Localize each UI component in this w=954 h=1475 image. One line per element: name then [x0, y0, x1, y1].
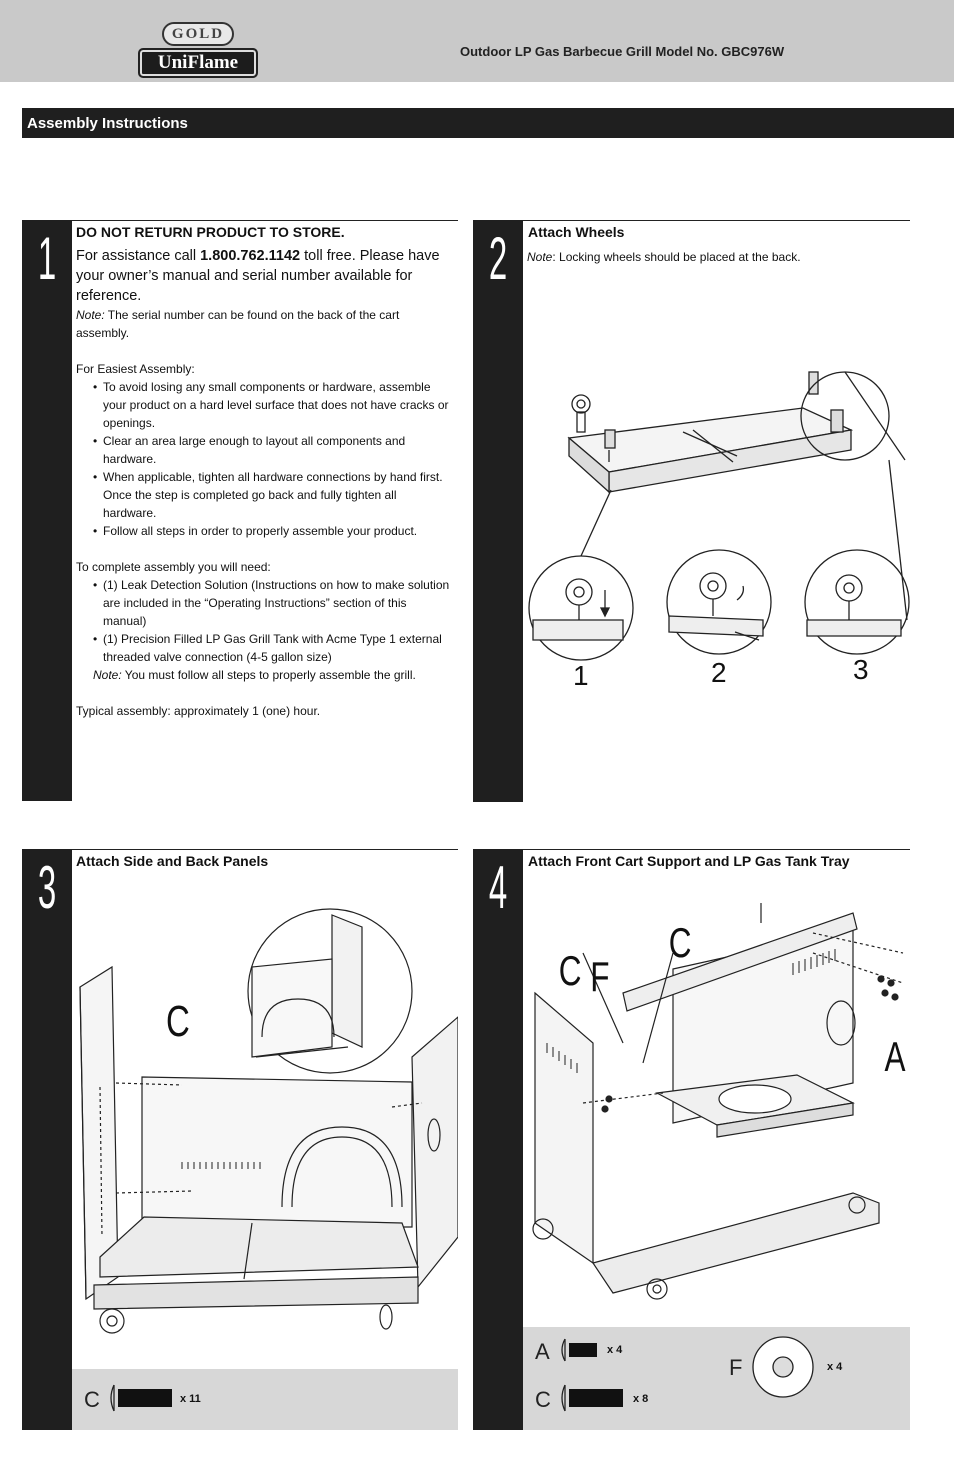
easiest-title: For Easiest Assembly: [76, 362, 195, 376]
wheel-attachment-illustration [528, 371, 910, 661]
logo-gold-badge: GOLD [162, 22, 234, 46]
step-1-body: For assistance call 1.800.762.1142 toll … [76, 246, 452, 720]
step-3-tab: 3 [22, 849, 72, 1430]
step-4-hardware-box: A x 4 C x 8 F x 4 [523, 1327, 910, 1430]
wheel-detail-label-2: 2 [711, 657, 727, 688]
section-title: Assembly Instructions [27, 115, 188, 132]
wheel-detail-label-1: 1 [573, 660, 589, 691]
step-3-heading: Attach Side and Back Panels [76, 853, 269, 869]
hardware-letter-c: C [84, 1387, 100, 1412]
step-4-callout-f: F [590, 953, 610, 1000]
hardware-letter-a: A [535, 1339, 550, 1364]
hardware-count-c: x 11 [180, 1393, 201, 1405]
section-title-bar: Assembly Instructions [22, 108, 954, 138]
document-title: Outdoor LP Gas Barbecue Grill Model No. … [460, 44, 785, 59]
list-item: Clear an area large enough to layout all… [93, 432, 452, 468]
step-4-heading: Attach Front Cart Support and LP Gas Tan… [528, 853, 850, 869]
step-2-note: Note: Locking wheels should be placed at… [527, 250, 801, 264]
typical-time: Typical assembly: approximately 1 (one) … [76, 704, 321, 718]
step-4-tab: 4 [473, 849, 523, 1430]
step-4-callout-c-top: C [668, 919, 692, 966]
step-3-panel: 3 Attach Side and Back Panels [22, 849, 458, 1430]
logo-brand-name: UniFlame [138, 48, 258, 78]
easiest-list: To avoid losing any small components or … [93, 378, 452, 540]
step-4-panel: 4 Attach Front Cart Support and LP Gas T… [473, 849, 910, 1430]
uniflame-gold-logo: GOLD UniFlame [138, 22, 258, 78]
step-1-rule [72, 220, 458, 221]
cart-support-tank-tray-illustration [532, 903, 904, 1300]
need-list: (1) Leak Detection Solution (Instruction… [93, 576, 452, 666]
bolt-a-icon [561, 1338, 597, 1362]
step-3-number: 3 [37, 854, 57, 921]
hardware-count-c: x 8 [633, 1393, 649, 1405]
need-note: Note: You must follow all steps to prope… [93, 668, 416, 682]
step-3-hardware-box: C x 11 [72, 1369, 458, 1430]
bolt-c-icon [110, 1384, 172, 1412]
hardware-count-a: x 4 [607, 1344, 623, 1356]
step-3-callout-c: C [165, 997, 190, 1046]
step-1-heading: DO NOT RETURN PRODUCT TO STORE. [76, 224, 345, 240]
step-1-number: 1 [37, 225, 57, 292]
step-2-number: 2 [488, 225, 508, 292]
page-header: GOLD UniFlame Outdoor LP Gas Barbecue Gr… [0, 0, 954, 82]
step-2-heading: Attach Wheels [528, 224, 625, 240]
hardware-letter-f: F [729, 1355, 743, 1380]
step-4-callout-a: A [884, 1033, 906, 1080]
step-4-number: 4 [488, 854, 508, 921]
step-2-tab: 2 [473, 220, 523, 802]
step-2-rule [523, 220, 910, 221]
step-2-panel: 2 Attach Wheels Note: Locking wheels sho… [473, 220, 910, 802]
list-item: Follow all steps in order to properly as… [93, 522, 452, 540]
list-item: To avoid losing any small components or … [93, 378, 452, 432]
bolt-c-icon [561, 1384, 623, 1412]
assistance-phone: 1.800.762.1142 [200, 248, 301, 264]
step-4-rule [523, 849, 910, 850]
hardware-letter-c: C [535, 1387, 551, 1412]
step-1-panel: 1 DO NOT RETURN PRODUCT TO STORE. For as… [22, 220, 458, 801]
assistance-text: For assistance call 1.800.762.1142 toll … [76, 248, 440, 304]
list-item: (1) Precision Filled LP Gas Grill Tank w… [93, 630, 452, 666]
need-title: To complete assembly you will need: [76, 560, 271, 574]
hardware-count-f: x 4 [827, 1361, 843, 1373]
step-1-tab: 1 [22, 220, 72, 801]
washer-f-icon [752, 1336, 814, 1398]
step-4-callout-c-left: C [558, 947, 582, 994]
serial-note: Note: The serial number can be found on … [76, 308, 400, 340]
list-item: When applicable, tighten all hardware co… [93, 468, 452, 522]
step-3-rule [72, 849, 458, 850]
list-item: (1) Leak Detection Solution (Instruction… [93, 576, 452, 630]
wheel-detail-label-3: 3 [853, 654, 869, 685]
side-back-panel-illustration [79, 908, 458, 1334]
